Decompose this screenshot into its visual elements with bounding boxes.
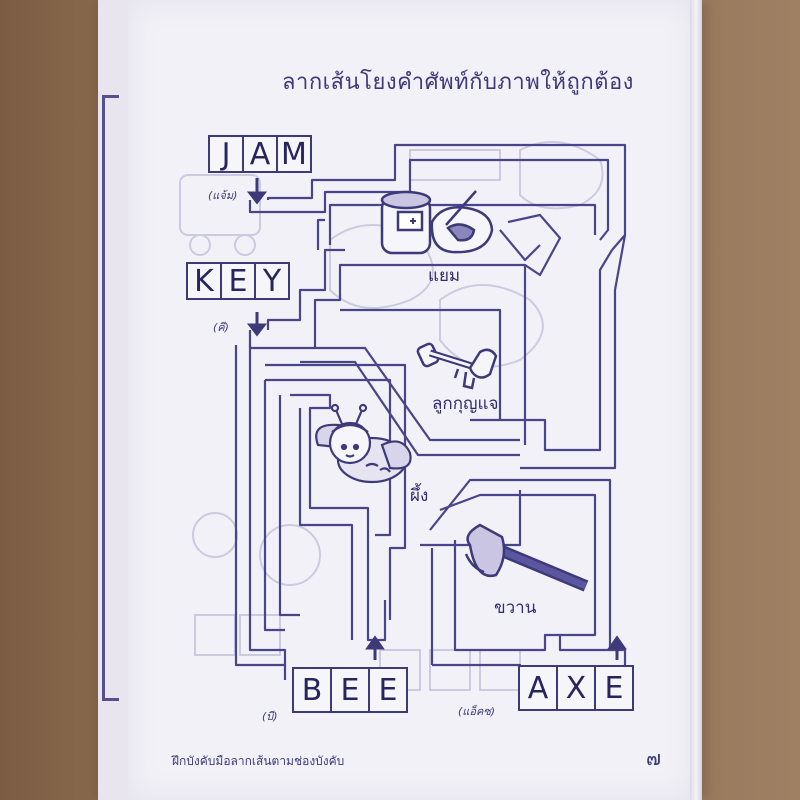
arrow-down-icon	[246, 323, 268, 337]
arrow-up-icon	[607, 635, 627, 650]
footer-instruction: ฝึกบังคับมือลากเส้นตามช่องบังคับ	[172, 754, 345, 768]
jam-picture	[380, 190, 494, 255]
letter-box: B	[292, 667, 332, 713]
maze-walls	[234, 143, 627, 680]
bleed-through-print	[179, 141, 604, 691]
direction-arrows	[246, 178, 627, 660]
letter-box: E	[330, 667, 370, 713]
reading-jam: (แจ้ม)	[208, 189, 238, 202]
page-title: ลากเส้นโยงคำศัพท์กับภาพให้ถูกต้อง	[282, 70, 634, 95]
left-page-print	[102, 95, 119, 701]
reading-bee: (บี)	[262, 710, 278, 723]
word-key: K E Y	[186, 262, 290, 300]
letter-box: A	[242, 135, 278, 173]
letter-box: A	[518, 665, 558, 711]
arrow-down-icon	[246, 191, 268, 205]
letter-box: J	[208, 135, 244, 173]
label-axe: ขวาน	[494, 598, 537, 618]
reading-axe: (แอ็คซ)	[458, 705, 496, 718]
arrow-up-icon	[365, 635, 385, 650]
page-stack-edge	[690, 0, 702, 800]
word-axe: A X E	[518, 665, 634, 711]
letter-box: K	[186, 262, 222, 300]
page-number: ๗	[646, 746, 662, 770]
letter-box: E	[220, 262, 256, 300]
bee-picture	[315, 403, 412, 484]
letter-box: E	[368, 667, 408, 713]
letter-box: E	[594, 665, 634, 711]
reading-key: (คี)	[213, 321, 229, 334]
letter-box: X	[556, 665, 596, 711]
axe-picture	[464, 523, 589, 592]
word-jam: J A M	[208, 135, 312, 173]
letter-box: M	[276, 135, 312, 173]
label-key: ลูกกุญแจ	[432, 394, 499, 414]
word-bee: B E E	[292, 667, 408, 713]
label-jam: แยม	[428, 266, 461, 286]
key-picture	[416, 342, 498, 390]
label-bee: ผึ้ง	[410, 486, 429, 506]
letter-box: Y	[254, 262, 290, 300]
